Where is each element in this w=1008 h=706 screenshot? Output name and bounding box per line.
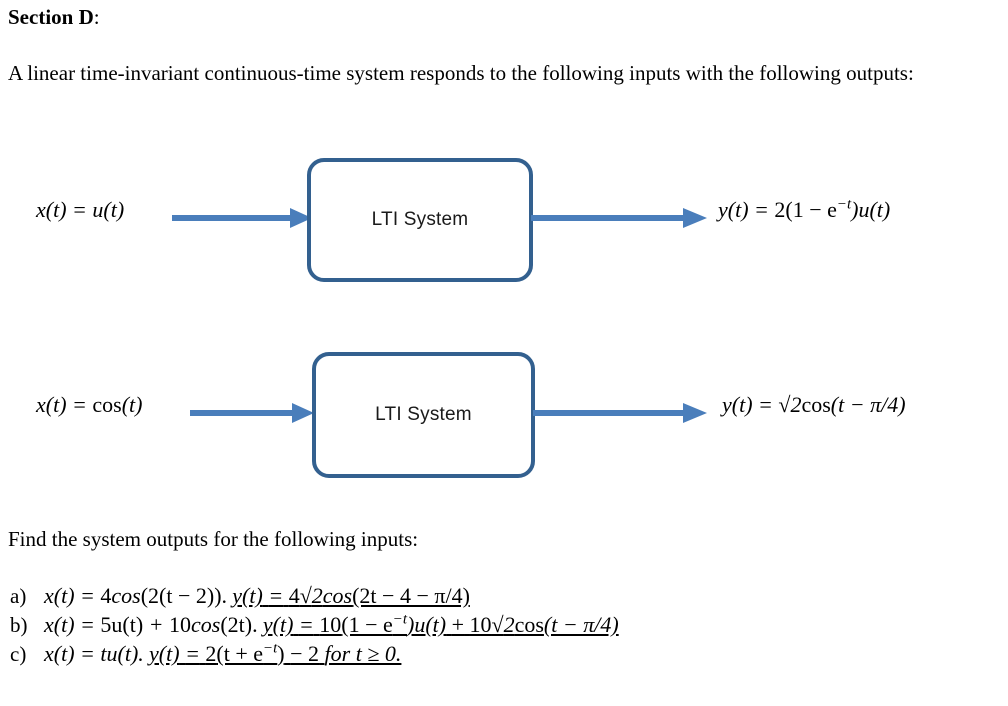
- block-1-output-tail: )u(t): [851, 197, 891, 222]
- block-2-input-equation: x(t) = cos(t): [36, 392, 142, 418]
- answer-b-input-term1: 5u(t): [100, 612, 144, 637]
- block-1-output-exponent: −t: [836, 196, 852, 213]
- answer-a-output-radicand: 2: [311, 583, 323, 608]
- answer-a-input-lhs: x(t): [44, 583, 75, 608]
- answer-c-input-rhs: tu(t).: [100, 641, 144, 666]
- block-2-input-function: cos: [92, 392, 122, 417]
- answer-b-input-function: cos: [191, 612, 221, 637]
- block-2-output-argument: (t − π/4): [830, 392, 906, 417]
- answer-b-output-tail: )u(t): [407, 612, 447, 637]
- answer-b-output-exponent: −t: [392, 611, 407, 628]
- list-item: a)x(t) = 4cos(2(t − 2)). y(t) = 4√2cos(2…: [10, 583, 1000, 609]
- page-title: Section D:: [8, 4, 100, 30]
- answer-marker-c: c): [10, 642, 27, 666]
- answer-a-output-function: cos: [322, 583, 353, 608]
- answer-c-output-tail: ): [277, 641, 285, 666]
- answer-c-output-minus-two: − 2: [290, 641, 320, 666]
- answer-b-output-function: cos: [514, 612, 544, 637]
- block-2-output-equals: =: [758, 392, 773, 417]
- output-arrow-1: [531, 208, 707, 228]
- block-2-output-radicand: 2: [790, 392, 802, 417]
- answer-c-input: x(t) = tu(t).: [44, 641, 144, 666]
- list-item: b)x(t) = 5u(t) + 10cos(2t). y(t) = 10(1 …: [10, 612, 1000, 638]
- answer-marker-a: a): [10, 584, 27, 608]
- block-1-output-expression: (1 − e: [785, 197, 837, 222]
- lti-system-box-2-label: LTI System: [375, 404, 472, 425]
- block-2-output-function: cos: [801, 392, 831, 417]
- output-arrow-2: [533, 403, 707, 423]
- answer-c-output-condition: for t ≥ 0.: [324, 641, 402, 666]
- answer-c-input-lhs: x(t): [44, 641, 75, 666]
- lti-system-box-1: LTI System: [307, 158, 533, 282]
- answer-b-output-coefficient2: 10: [469, 612, 492, 637]
- answer-a-output-equals: =: [268, 583, 284, 608]
- answer-c-output-exponent: −t: [263, 640, 278, 657]
- answer-a-output-argument: (2t − 4 − π/4): [352, 583, 470, 608]
- answer-a-input-coefficient: 4: [100, 583, 112, 608]
- answer-list: a)x(t) = 4cos(2(t − 2)). y(t) = 4√2cos(2…: [10, 583, 1000, 670]
- block-2-output-lhs: y(t): [722, 392, 753, 417]
- block-2-input-lhs: x(t): [36, 392, 67, 417]
- answer-b-input: x(t) = 5u(t) + 10cos(2t).: [44, 612, 258, 637]
- lti-system-box-1-label: LTI System: [371, 209, 469, 230]
- block-1-output-coefficient: 2: [774, 197, 786, 222]
- answer-b-input-plus: +: [148, 612, 164, 637]
- answer-b-input-coefficient: 10: [169, 612, 192, 637]
- answer-b-output-expression: (1 − e: [341, 612, 393, 637]
- answer-marker-b: b): [10, 613, 28, 637]
- input-arrow-2: [190, 403, 314, 423]
- answer-c-output-expression: (t + e: [216, 641, 264, 666]
- answer-a-output-radical: √: [299, 583, 312, 608]
- answer-b-output-coefficient: 10: [319, 612, 342, 637]
- block-1-input-lhs: x(t): [36, 197, 67, 222]
- block-1-output-equation: y(t) = 2(1 − e−t)u(t): [718, 197, 890, 223]
- find-outputs-prompt: Find the system outputs for the followin…: [8, 527, 419, 551]
- block-2-output-radical: √: [778, 392, 791, 417]
- answer-b-output-plus: +: [451, 612, 465, 637]
- block-1-input-rhs: u(t): [92, 197, 125, 222]
- answer-c-input-equals: =: [80, 641, 95, 666]
- block-2-input-equals: =: [72, 392, 87, 417]
- answer-a-input: x(t) = 4cos(2(t − 2)).: [44, 583, 227, 608]
- answer-b-output-radical: √: [491, 612, 504, 637]
- answer-a-input-function: cos: [111, 583, 141, 608]
- answer-b-output: y(t) = 10(1 − e−t)u(t) + 10√2cos(t − π/4…: [263, 612, 619, 637]
- answer-b-input-lhs: x(t): [44, 612, 75, 637]
- answer-b-input-equals: =: [80, 612, 95, 637]
- answer-a-output: y(t) = 4√2cos(2t − 4 − π/4): [232, 583, 470, 608]
- answer-b-input-argument: (2t).: [220, 612, 258, 637]
- block-1-input-equation: x(t) = u(t): [36, 197, 124, 223]
- section-label: Section D: [8, 5, 94, 29]
- answer-a-output-coefficient: 4: [288, 583, 300, 608]
- list-item: c) x(t) = tu(t). y(t) = 2(t + e−t) − 2 fo…: [10, 641, 1000, 667]
- lti-system-box-2: LTI System: [312, 352, 535, 478]
- intro-paragraph: A linear time-invariant continuous-time …: [8, 61, 914, 85]
- answer-b-output-argument: (t − π/4): [543, 612, 619, 637]
- answer-b-output-radicand: 2: [503, 612, 515, 637]
- answer-c-output-coefficient: 2: [205, 641, 217, 666]
- answer-a-input-argument: (2(t − 2)).: [140, 583, 228, 608]
- answer-c-output-equals: =: [185, 641, 200, 666]
- block-1-input-equals: =: [72, 197, 87, 222]
- answer-c-output: y(t) = 2(t + e−t) − 2 for t ≥ 0.: [149, 641, 401, 666]
- answer-b-output-lhs: y(t): [262, 612, 294, 637]
- block-2-output-equation: y(t) = √2cos(t − π/4): [722, 392, 906, 418]
- block-1-output-lhs: y(t): [718, 197, 749, 222]
- answer-a-output-lhs: y(t): [232, 583, 263, 608]
- answer-a-input-equals: =: [80, 583, 95, 608]
- answer-b-output-equals: =: [298, 612, 314, 637]
- block-1-output-equals: =: [754, 197, 769, 222]
- answer-c-output-lhs: y(t): [149, 641, 180, 666]
- section-colon: :: [93, 5, 100, 29]
- input-arrow-1: [172, 208, 312, 228]
- block-2-input-argument: (t): [121, 392, 143, 417]
